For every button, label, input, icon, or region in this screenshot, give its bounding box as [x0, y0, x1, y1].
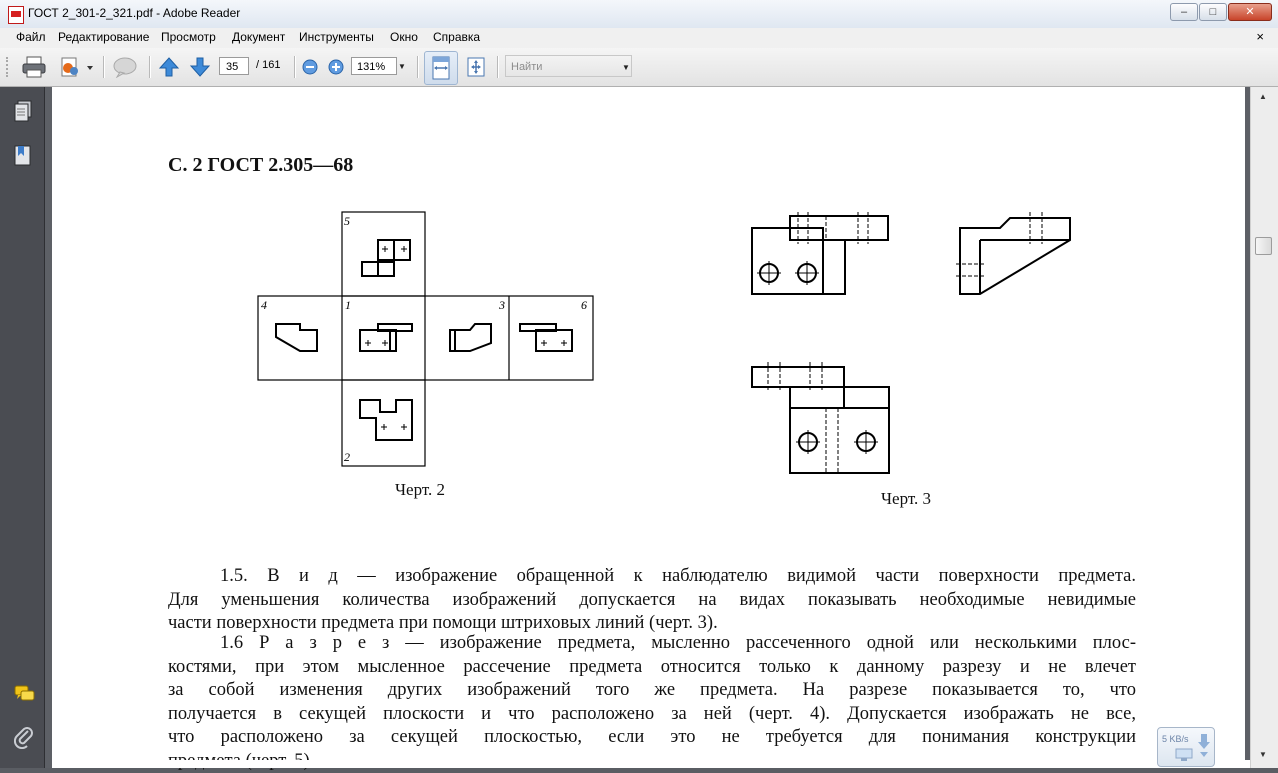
figure3-caption: Черт. 3 — [881, 489, 931, 509]
toolbar-grip[interactable] — [6, 57, 11, 77]
maximize-button[interactable]: □ — [1199, 3, 1227, 21]
scroll-up-icon[interactable]: ▲ — [1259, 92, 1267, 101]
next-page-icon[interactable] — [187, 55, 213, 79]
download-speed-badge[interactable]: 5 KB/s — [1157, 727, 1215, 767]
page-total: / 161 — [256, 59, 280, 71]
fit-page-icon[interactable] — [462, 55, 490, 79]
menu-file[interactable]: Файл — [16, 30, 46, 44]
print-icon[interactable] — [20, 55, 48, 79]
vertical-scrollbar[interactable] — [1250, 87, 1278, 768]
toolbar: 35 / 161 131% ▼ — [0, 48, 1278, 87]
zoom-in-icon[interactable] — [325, 55, 347, 79]
window-title: ГОСТ 2_301-2_321.pdf - Adobe Reader — [28, 6, 240, 20]
bookmarks-icon[interactable] — [14, 144, 32, 164]
fit-width-icon — [425, 52, 457, 84]
paragraph-line: получается в секущей плоскости и что рас… — [168, 703, 1136, 727]
page-number-input[interactable]: 35 — [219, 57, 249, 75]
paragraph-line: Для уменьшения количества изображений до… — [168, 589, 1136, 613]
menu-help[interactable]: Справка — [433, 30, 480, 44]
close-button[interactable]: ✕ — [1228, 3, 1272, 21]
fit-width-button[interactable] — [424, 51, 458, 85]
page-header: С. 2 ГОСТ 2.305—68 — [168, 154, 353, 177]
comment-icon[interactable] — [110, 55, 140, 79]
paragraph-line: 1.5. В и д — изображение обращенной к на… — [168, 565, 1136, 589]
monitor-icon — [1174, 748, 1194, 762]
adobe-reader-app-icon — [8, 6, 24, 24]
prev-page-icon[interactable] — [156, 55, 182, 79]
menu-bar: Файл Редактирование Просмотр Документ Ин… — [0, 28, 1278, 49]
minimize-button[interactable]: – — [1170, 3, 1198, 21]
menu-tools[interactable]: Инструменты — [299, 30, 374, 44]
download-arrow-icon — [1198, 732, 1210, 760]
figure2-caption: Черт. 2 — [395, 480, 445, 500]
menu-window[interactable]: Окно — [390, 30, 418, 44]
title-bar: ГОСТ 2_301-2_321.pdf - Adobe Reader – □ … — [0, 0, 1278, 29]
pages-icon[interactable] — [14, 100, 32, 120]
scroll-thumb[interactable] — [1255, 237, 1272, 255]
zoom-input[interactable]: 131% — [351, 57, 397, 75]
find-dropdown-arrow-icon[interactable]: ▼ — [622, 63, 630, 72]
paragraph-line: костями, при этом мысленное рассечение п… — [168, 656, 1136, 680]
zoom-dropdown-arrow-icon[interactable]: ▼ — [398, 62, 406, 71]
paragraph-1-5: 1.5. В и д — изображение обращенной к на… — [168, 565, 1136, 636]
menu-document[interactable]: Документ — [232, 30, 285, 44]
navigation-pane — [0, 87, 45, 768]
menu-view[interactable]: Просмотр — [161, 30, 216, 44]
paragraph-line: что расположено за секущей плоскостью, е… — [168, 726, 1136, 750]
menu-edit[interactable]: Редактирование — [58, 30, 149, 44]
download-speed-text: 5 KB/s — [1162, 734, 1189, 744]
paragraph-line: за собой изменения других изображений то… — [168, 679, 1136, 703]
document-close-button[interactable]: × — [1256, 29, 1264, 44]
share-icon[interactable] — [56, 55, 96, 79]
comments-icon[interactable] — [14, 684, 32, 704]
paragraph-1-6: 1.6 Р а з р е з — изображение предмета, … — [168, 632, 1136, 773]
paragraph-line: 1.6 Р а з р е з — изображение предмета, … — [168, 632, 1136, 656]
attachments-icon[interactable] — [14, 727, 32, 747]
find-input[interactable]: Найти — [505, 55, 632, 77]
zoom-out-icon[interactable] — [299, 55, 321, 79]
scroll-down-icon[interactable]: ▼ — [1259, 750, 1267, 759]
